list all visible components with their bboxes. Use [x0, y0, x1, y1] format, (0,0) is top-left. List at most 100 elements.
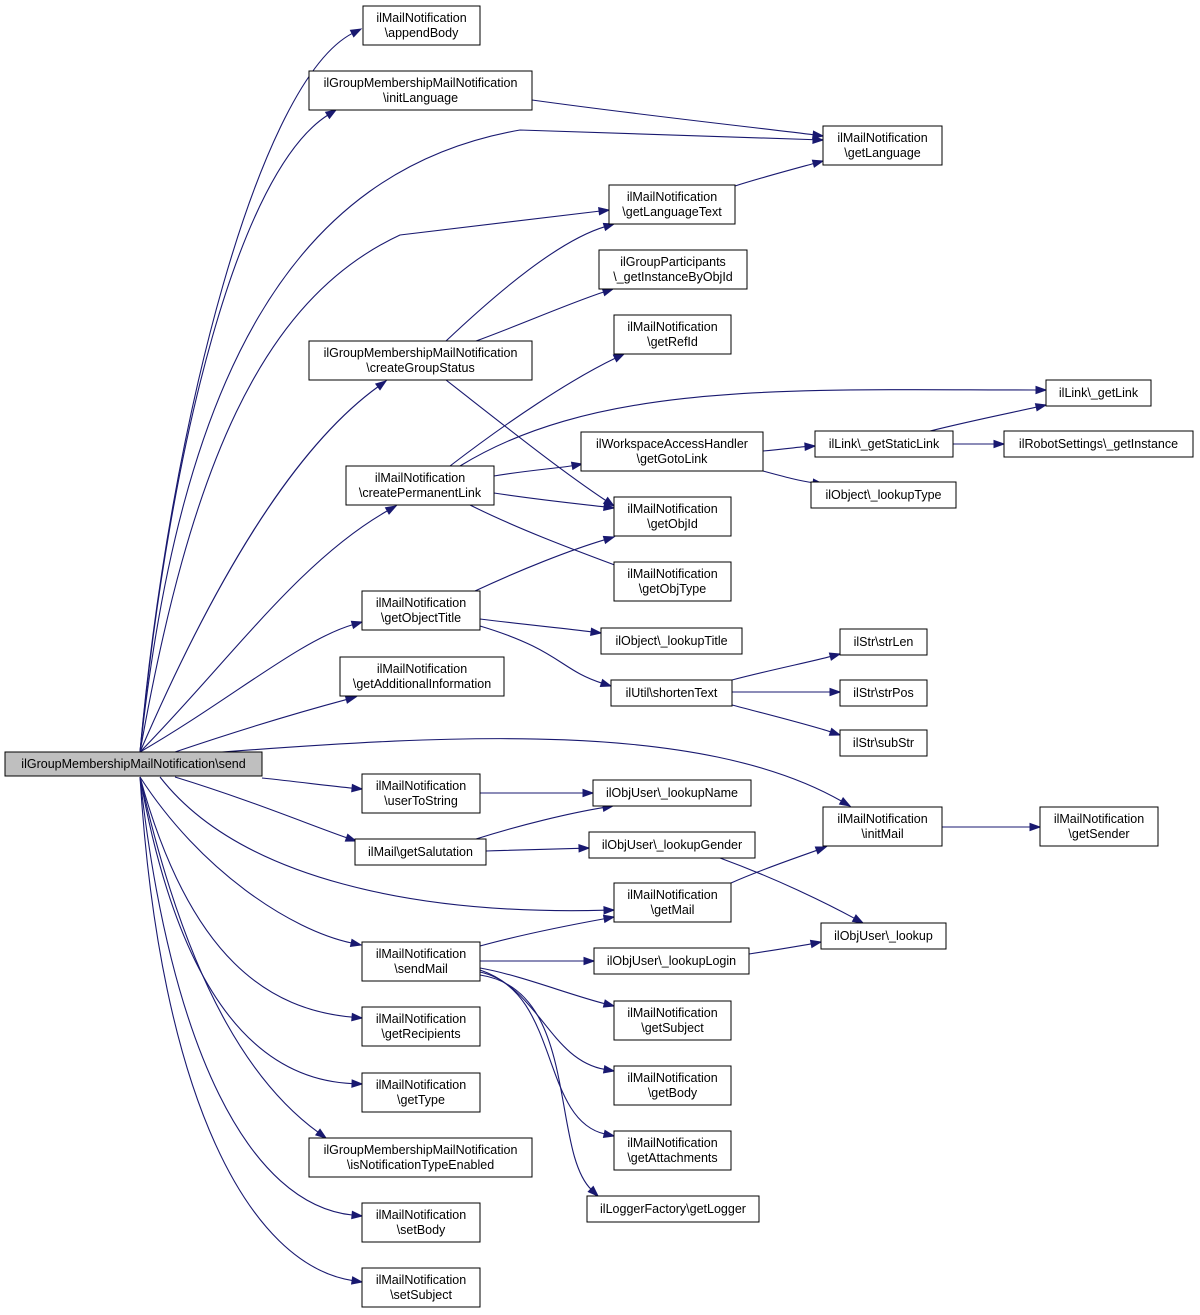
node-getLanguage[interactable]: ilMailNotification\getLanguage — [822, 125, 943, 166]
node-send[interactable]: ilGroupMembershipMailNotification\send — [4, 751, 263, 777]
node-appendBody[interactable]: ilMailNotification\appendBody — [362, 5, 481, 46]
node-label: ilStr\strPos — [853, 686, 913, 700]
node-label: \getObjType — [639, 582, 706, 596]
node-getSender[interactable]: ilMailNotification\getSender — [1039, 806, 1159, 847]
node-label: ilMailNotification — [376, 1273, 466, 1287]
node-getRecipients[interactable]: ilMailNotification\getRecipients — [361, 1006, 481, 1047]
edge-arrowhead — [582, 788, 595, 798]
edge-arrowhead — [1035, 385, 1048, 395]
node-getSalutation[interactable]: ilMail\getSalutation — [354, 838, 487, 866]
node-getRefId[interactable]: ilMailNotification\getRefId — [613, 314, 732, 355]
node-getGotoLink[interactable]: ilWorkspaceAccessHandler\getGotoLink — [580, 431, 764, 472]
edge-line — [139, 776, 354, 1018]
edge-arrowhead — [570, 461, 584, 471]
node-initLanguage[interactable]: ilGroupMembershipMailNotification\initLa… — [308, 70, 533, 111]
node-linkGetLink[interactable]: ilLink\_getLink — [1045, 379, 1152, 407]
node-box — [592, 779, 752, 807]
edge-arrowhead — [587, 1185, 600, 1198]
edge-arrowhead — [314, 1128, 328, 1139]
node-strLen[interactable]: ilStr\strLen — [839, 628, 928, 656]
edge-arrowhead — [1034, 403, 1048, 412]
edge-line — [139, 776, 354, 1282]
edge-line — [139, 623, 354, 753]
node-createPermanentLink[interactable]: ilMailNotification\createPermanentLink — [345, 465, 495, 506]
edge-arrowhead — [351, 783, 364, 793]
edge-line — [479, 918, 606, 947]
node-box — [580, 431, 764, 472]
node-userToString[interactable]: ilMailNotification\userToString — [361, 773, 481, 814]
node-getMail[interactable]: ilMailNotification\getMail — [613, 882, 732, 923]
node-getObjType[interactable]: ilMailNotification\getObjType — [613, 561, 732, 602]
node-setSubject[interactable]: ilMailNotification\setSubject — [361, 1267, 481, 1308]
node-lookupLogin[interactable]: ilObjUser\_lookupLogin — [593, 947, 750, 975]
node-box — [308, 1137, 533, 1178]
node-getSubject[interactable]: ilMailNotification\getSubject — [613, 1000, 732, 1041]
node-getLanguageText[interactable]: ilMailNotification\getLanguageText — [608, 184, 736, 225]
node-label: \initLanguage — [383, 91, 458, 105]
node-getStaticLink[interactable]: ilLink\_getStaticLink — [814, 430, 954, 458]
edge-line — [485, 847, 581, 852]
node-getBody[interactable]: ilMailNotification\getBody — [613, 1065, 732, 1106]
node-label: \createPermanentLink — [359, 486, 482, 500]
node-strPos[interactable]: ilStr\strPos — [839, 679, 928, 707]
edge-sendMail-to-getMail — [479, 914, 616, 947]
node-label: ilGroupMembershipMailNotification\send — [21, 757, 245, 771]
node-box — [1003, 430, 1194, 458]
edge-arrowhead — [324, 109, 338, 120]
node-box — [361, 1006, 481, 1047]
node-getType[interactable]: ilMailNotification\getType — [361, 1072, 481, 1113]
node-lookupName[interactable]: ilObjUser\_lookupName — [592, 779, 752, 807]
edge-send-to-initMail — [221, 738, 852, 807]
node-getAdditionalInformation[interactable]: ilMailNotification\getAdditionalInformat… — [339, 656, 505, 697]
node-box — [814, 430, 954, 458]
node-getInstanceByObjId[interactable]: ilGroupParticipants\_getInstanceByObjId — [598, 249, 748, 290]
edge-lookupLogin-to-userLookup — [748, 939, 823, 955]
node-userLookup[interactable]: ilObjUser\_lookup — [820, 922, 947, 950]
edge-send-to-createPermanentLink — [139, 505, 398, 753]
node-label: ilLoggerFactory\getLogger — [600, 1202, 746, 1216]
edge-arrowhead — [351, 1012, 364, 1022]
node-getAttachments[interactable]: ilMailNotification\getAttachments — [613, 1130, 732, 1171]
node-lookupTitle[interactable]: ilObject\_lookupTitle — [600, 627, 743, 655]
edge-arrowhead — [809, 939, 823, 949]
edge-send-to-appendBody — [139, 28, 363, 753]
node-label: \getLanguage — [844, 146, 921, 160]
edge-arrowhead — [599, 678, 613, 687]
node-box — [613, 1130, 732, 1171]
edge-arrowhead — [351, 1210, 364, 1220]
node-getLogger[interactable]: ilLoggerFactory\getLogger — [586, 1195, 760, 1223]
node-lookupType[interactable]: ilObject\_lookupType — [810, 481, 957, 509]
node-box — [308, 70, 533, 111]
edge-arrowhead — [851, 914, 865, 924]
edge-send-to-getType — [139, 776, 364, 1088]
node-subStr[interactable]: ilStr\subStr — [839, 729, 928, 757]
edge-line — [479, 967, 606, 1005]
node-getObjectTitle[interactable]: ilMailNotification\getObjectTitle — [361, 590, 481, 631]
edge-sendMail-to-lookupLogin — [480, 956, 596, 966]
node-label: \getObjectTitle — [381, 611, 461, 625]
edge-line — [734, 162, 815, 187]
edge-getStaticLink-to-robotGetInstance — [953, 439, 1006, 449]
node-shortenText[interactable]: ilUtil\shortenText — [610, 679, 733, 707]
node-initMail[interactable]: ilMailNotification\initMail — [822, 806, 943, 847]
node-label: \getRefId — [647, 335, 698, 349]
node-lookupGender[interactable]: ilObjUser\_lookupGender — [588, 831, 756, 859]
edge-sendMail-to-getAttachments — [479, 971, 616, 1138]
node-box — [608, 184, 736, 225]
node-label: \getBody — [648, 1086, 698, 1100]
edge-line — [139, 509, 389, 753]
edge-send-to-sendMail — [139, 776, 363, 948]
edge-arrowhead — [602, 999, 616, 1008]
node-isNotificationTypeEnabled[interactable]: ilGroupMembershipMailNotification\isNoti… — [308, 1137, 533, 1178]
edge-line — [719, 857, 856, 920]
node-robotGetInstance[interactable]: ilRobotSettings\_getInstance — [1003, 430, 1194, 458]
node-label: \setBody — [397, 1223, 446, 1237]
node-getObjId[interactable]: ilMailNotification\getObjId — [613, 496, 732, 537]
edge-line — [469, 504, 620, 568]
node-setBody[interactable]: ilMailNotification\setBody — [361, 1202, 481, 1243]
node-sendMail[interactable]: ilMailNotification\sendMail — [361, 941, 481, 982]
node-box — [308, 340, 533, 381]
edge-arrowhead — [804, 442, 817, 452]
node-createGroupStatus[interactable]: ilGroupMembershipMailNotification\create… — [308, 340, 533, 381]
